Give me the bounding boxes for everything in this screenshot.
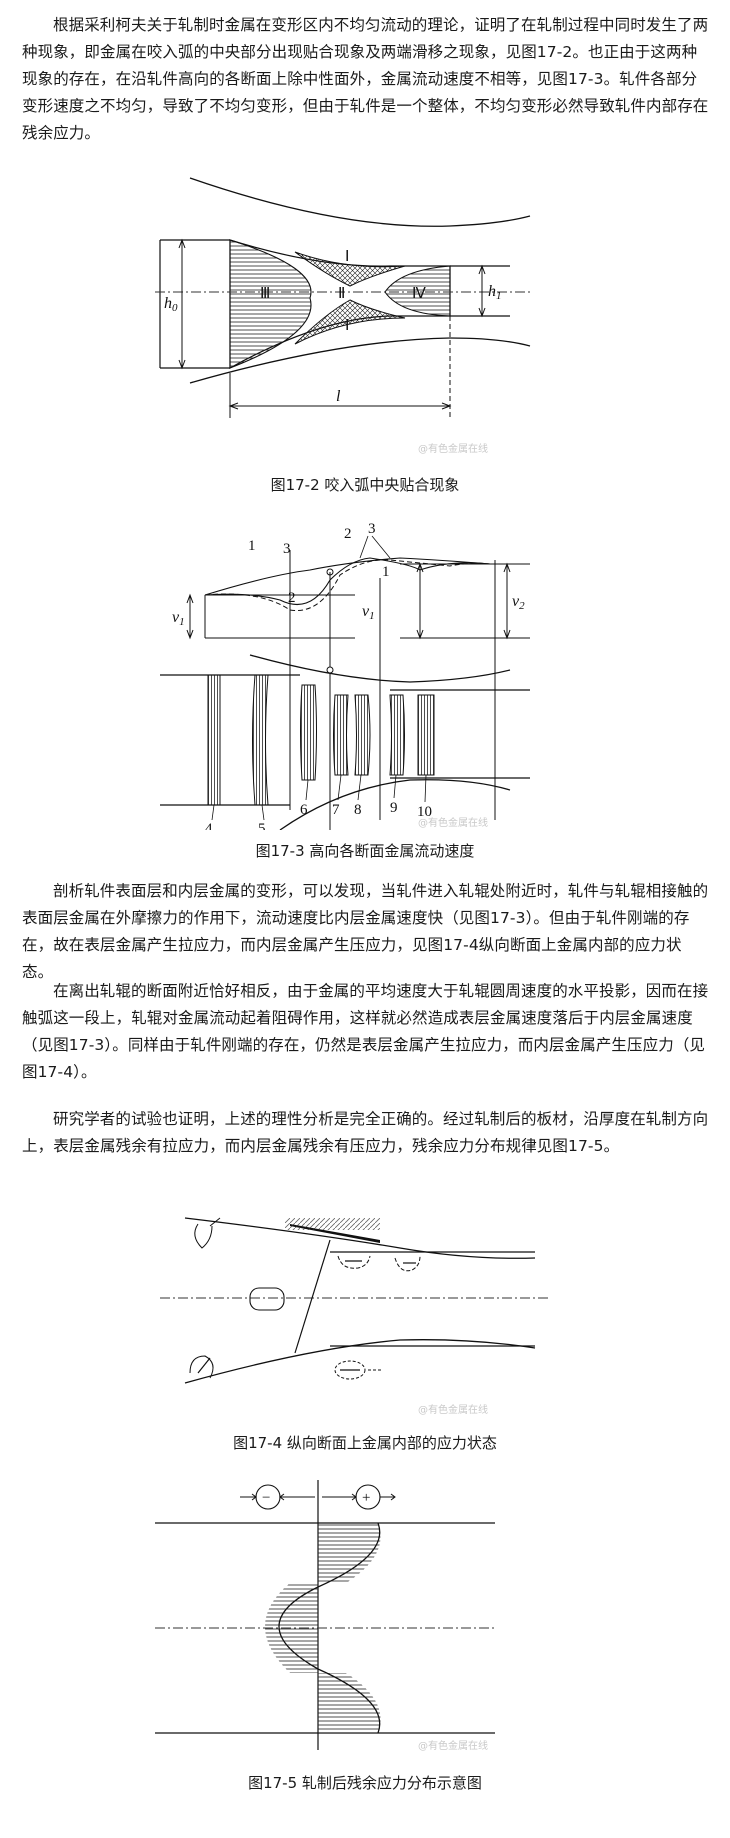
minus-sign: − (262, 1490, 270, 1506)
figure-17-5: − + @有色金属在线 (155, 1480, 495, 1752)
plus-sign: + (362, 1490, 370, 1506)
lower-roll-arc (189, 337, 531, 384)
fig3-num-1a: 1 (248, 538, 256, 554)
label-h1: h1 (488, 283, 502, 302)
figure-17-2: Ⅰ Ⅱ Ⅲ Ⅳ Ⅰ h0 h1 l @有色金属在线 (155, 177, 531, 455)
zone-label-I-top: Ⅰ (345, 249, 349, 265)
fig3-num-1b: 1 (382, 564, 390, 580)
fig3-num-5: 5 (258, 821, 266, 830)
label-v1-left: v1 (172, 609, 185, 628)
paragraph-1: 根据采利柯夫关于轧制时金属在变形区内不均匀流动的理论，证明了在轧制过程中同时发生… (22, 16, 709, 142)
zone-III-hatch (229, 239, 312, 369)
label-v2: v2 (512, 593, 525, 612)
paragraph-4: 研究学者的试验也证明，上述的理性分析是完全正确的。经过轧制后的板材，沿厚度在轧制… (22, 1110, 709, 1155)
zone-label-III: Ⅲ (260, 286, 270, 302)
caption-fig-17-4: 图17-4 纵向断面上金属内部的应力状态 (233, 1434, 497, 1452)
watermark-fig5: @有色金属在线 (418, 1739, 488, 1752)
fig3-num-3b: 3 (368, 521, 376, 537)
fig3-num-2b: 2 (344, 526, 352, 542)
zone-label-I-bottom: Ⅰ (345, 318, 349, 334)
zone-label-II: Ⅱ (338, 286, 345, 302)
paragraph-3: 在离出轧辊的断面附近恰好相反，由于金属的平均速度大于轧辊圆周速度的水平投影，因而… (22, 982, 709, 1081)
figure-17-4: @有色金属在线 (160, 1217, 550, 1416)
fig3-num-2a: 2 (288, 590, 296, 606)
caption-fig-17-5: 图17-5 轧制后残余应力分布示意图 (248, 1774, 482, 1792)
label-h0: h0 (164, 295, 178, 314)
figure-17-3: v1 v1 v2 1 3 2 2 3 1 4 5 6 7 8 9 10 @有色金… (160, 521, 530, 830)
fig3-num-3a: 3 (283, 541, 291, 557)
caption-fig-17-2: 图17-2 咬入弧中央贴合现象 (270, 476, 460, 494)
caption-fig-17-3: 图17-3 高向各断面金属流动速度 (255, 842, 475, 860)
label-l: l (336, 388, 341, 405)
fig3-num-7: 7 (332, 802, 340, 818)
fig3-num-10: 10 (417, 804, 432, 820)
watermark-fig4: @有色金属在线 (418, 1403, 488, 1416)
fig3-num-9: 9 (390, 800, 398, 816)
fig3-num-8: 8 (354, 802, 362, 818)
label-v1-middle: v1 (362, 603, 375, 622)
paragraph-2: 剖析轧件表面层和内层金属的变形，可以发现，当轧件进入轧辊处附近时，轧件与轧辊相接… (22, 882, 709, 981)
watermark-fig3: @有色金属在线 (418, 816, 488, 829)
zone-label-IV: Ⅳ (412, 286, 426, 302)
fig3-num-4: 4 (205, 821, 213, 830)
fig3-num-6: 6 (300, 802, 308, 818)
watermark-fig2: @有色金属在线 (418, 442, 488, 455)
upper-roll-arc (189, 177, 531, 227)
residual-stress-curve (278, 1522, 381, 1734)
